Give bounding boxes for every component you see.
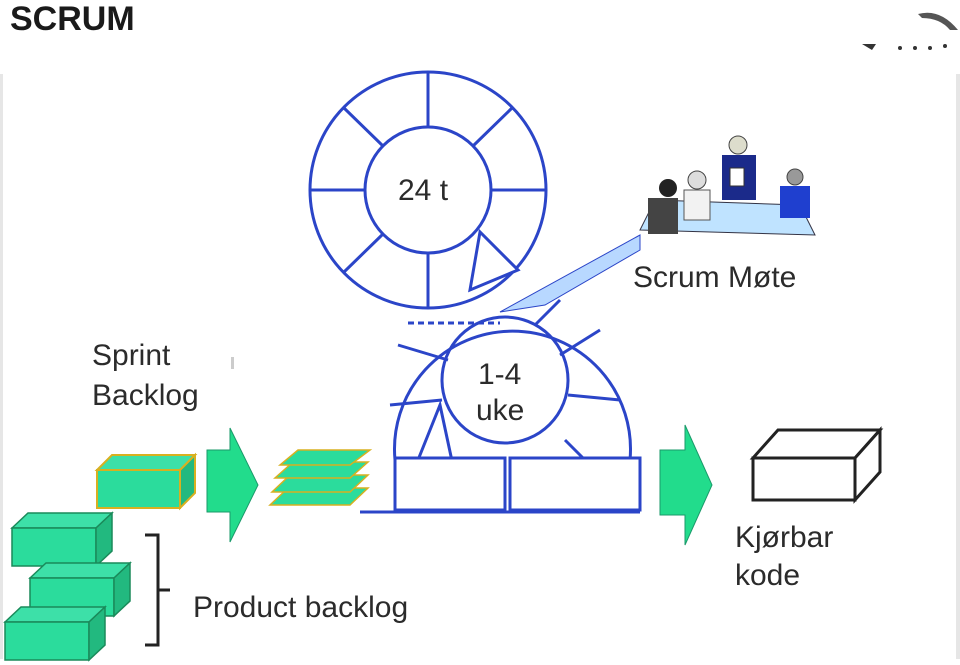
product-backlog-boxes	[3, 511, 132, 662]
flow-arrow-2	[659, 424, 713, 546]
small-marker	[231, 357, 234, 369]
meeting-callout	[499, 234, 641, 313]
product-backlog-label: Product backlog	[193, 591, 409, 624]
sprint-cycle-label-line2: uke	[476, 394, 525, 427]
sprint-backlog-box	[94, 452, 198, 511]
output-label-line2: kode	[735, 559, 801, 592]
sprint-task-stack	[268, 449, 373, 506]
sprint-backlog-label-line1: Sprint	[92, 339, 171, 372]
right-divider	[956, 74, 960, 659]
output-label-line1: Kjørbar	[735, 521, 834, 554]
daily-cycle	[308, 70, 548, 310]
logo-swoosh-icon	[862, 12, 958, 50]
meeting-label: Scrum Møte	[633, 261, 797, 294]
meeting-illustration	[639, 135, 816, 236]
page-title: SCRUM	[10, 0, 135, 38]
sprint-backlog-label-line2: Backlog	[92, 379, 199, 412]
output-box	[749, 426, 884, 504]
sprint-cycle	[360, 298, 642, 514]
bracket-icon	[145, 533, 170, 647]
left-divider	[0, 74, 3, 659]
sprint-cycle-label-line1: 1-4	[478, 358, 522, 391]
daily-cycle-label: 24 t	[398, 174, 449, 207]
flow-arrow-1	[206, 427, 259, 543]
